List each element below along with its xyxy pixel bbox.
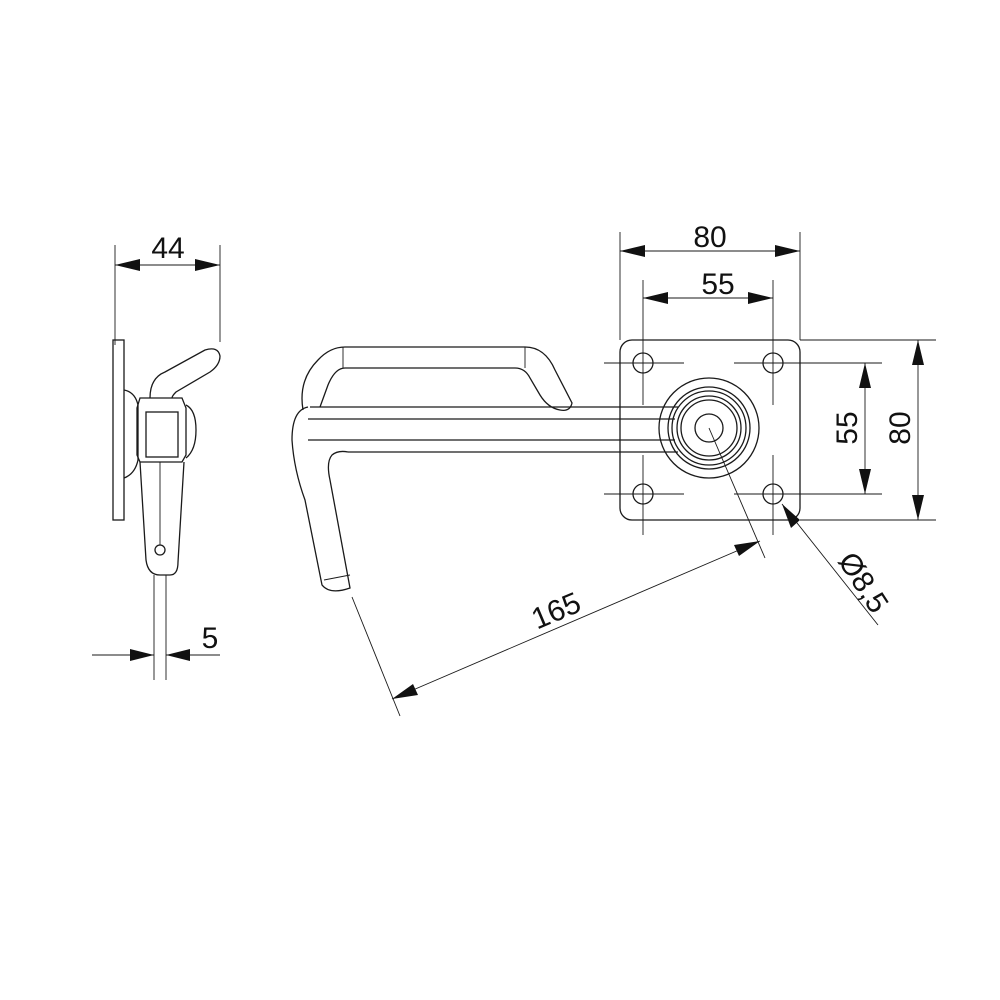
dim-165: 165 xyxy=(351,427,766,717)
dim-label-diameter: Ø8,5 xyxy=(831,547,894,620)
dim-55-horizontal: 55 xyxy=(642,268,774,330)
top-handle xyxy=(301,346,573,411)
side-hub xyxy=(136,397,187,463)
dim-hole-diameter: Ø8,5 xyxy=(781,503,895,626)
front-view xyxy=(291,330,810,592)
lever-arm xyxy=(308,406,678,453)
dim-label-80-v: 80 xyxy=(884,411,917,444)
side-view xyxy=(112,339,221,576)
side-lever xyxy=(139,461,185,576)
side-handle-top xyxy=(149,348,221,399)
lever-handle xyxy=(291,406,351,592)
mounting-holes xyxy=(604,330,810,535)
dim-80-vertical: 80 xyxy=(800,339,936,521)
dim-5: 5 xyxy=(92,575,220,680)
dim-label-80-h: 80 xyxy=(693,221,726,254)
dim-label-55-v: 55 xyxy=(831,411,864,444)
dim-label-165: 165 xyxy=(527,586,586,636)
dim-55-vertical: 55 xyxy=(800,362,882,495)
side-plate xyxy=(112,339,125,521)
mounting-plate xyxy=(619,339,801,521)
side-boss xyxy=(123,389,139,479)
hub xyxy=(658,377,760,479)
dim-44: 44 xyxy=(114,232,221,345)
dim-label-44: 44 xyxy=(151,232,184,265)
dim-80-horizontal: 80 xyxy=(619,221,801,340)
dim-label-55-h: 55 xyxy=(701,268,734,301)
dim-label-5: 5 xyxy=(202,622,219,655)
